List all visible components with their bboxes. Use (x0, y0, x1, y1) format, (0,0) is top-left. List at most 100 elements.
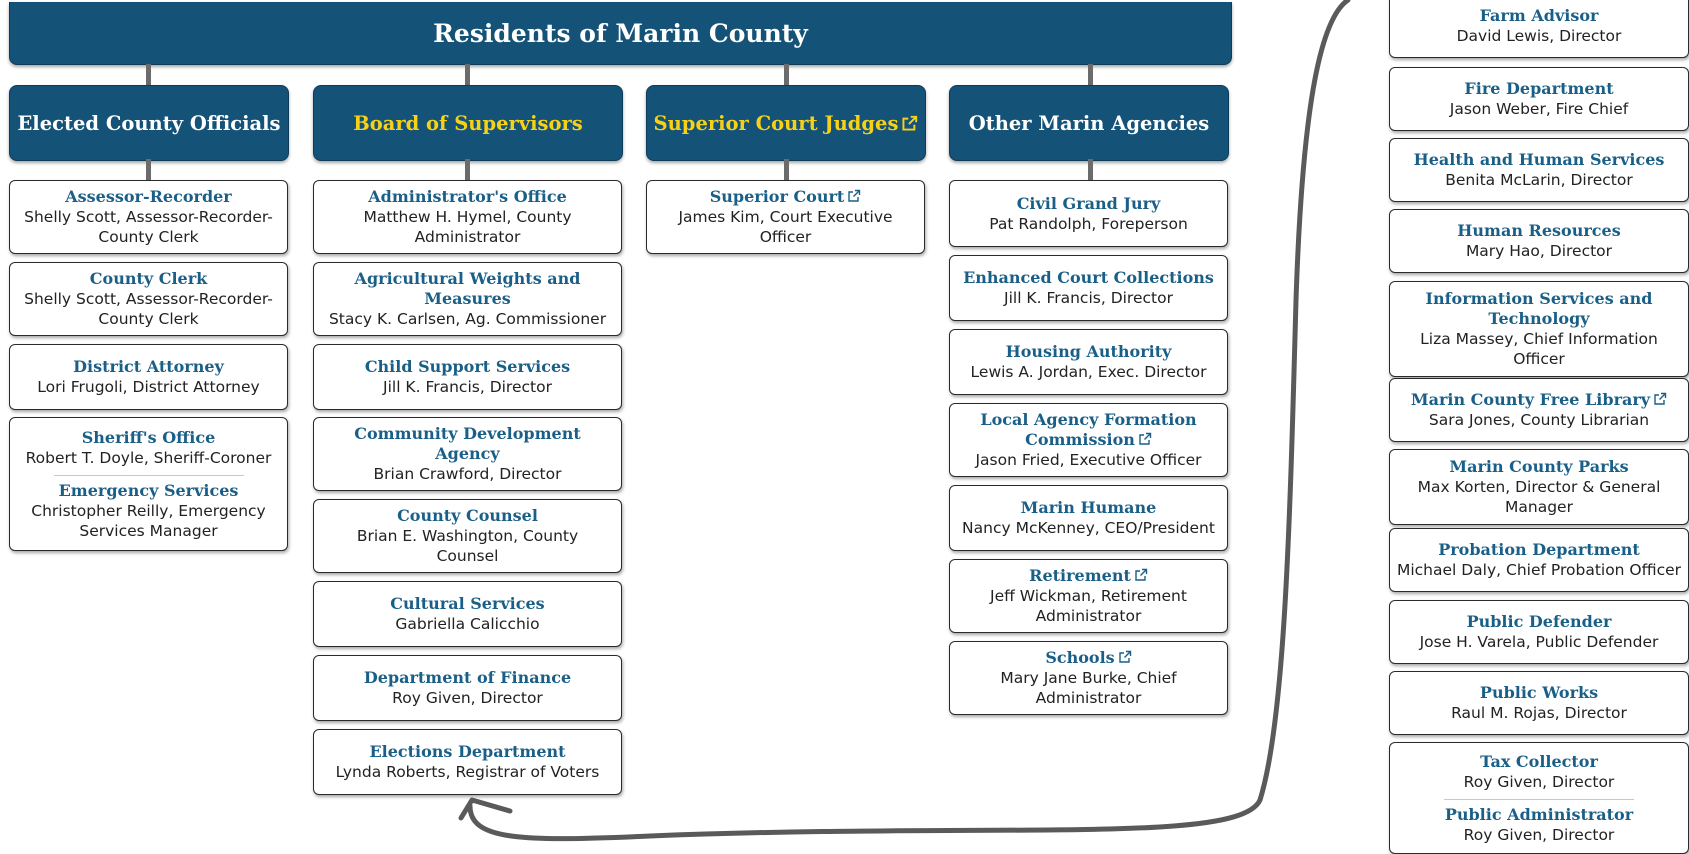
card-administrators-office[interactable]: Administrator's Office Matthew H. Hymel,… (313, 180, 622, 254)
card-subtitle: Shelly Scott, Assessor-Recorder-County C… (24, 290, 273, 328)
card-title-public-administrator[interactable]: Public Administrator (1444, 804, 1634, 824)
card-subtitle: David Lewis, Director (1456, 27, 1622, 45)
external-link-icon (1135, 568, 1148, 581)
column-header-board-of-supervisors[interactable]: Board of Supervisors (313, 85, 623, 161)
card-community-development[interactable]: Community Development Agency Brian Crawf… (313, 417, 622, 491)
card-title[interactable]: Health and Human Services (1413, 150, 1665, 169)
card-title[interactable]: Local Agency Formation Commission (980, 410, 1197, 449)
card-subtitle: Benita McLarin, Director (1445, 171, 1633, 189)
card-information-services[interactable]: Information Services and Technology Liza… (1389, 281, 1689, 377)
card-title[interactable]: Public Defender (1466, 612, 1612, 631)
card-title[interactable]: Housing Authority (1005, 342, 1172, 361)
column-header-label: Elected County Officials (17, 111, 281, 135)
card-farm-advisor[interactable]: Farm Advisor David Lewis, Director (1389, 0, 1689, 58)
card-subtitle: Lynda Roberts, Registrar of Voters (335, 763, 600, 781)
card-title[interactable]: Information Services and Technology (1425, 289, 1653, 328)
card-county-clerk[interactable]: County Clerk Shelly Scott, Assessor-Reco… (9, 262, 288, 336)
card-title[interactable]: Elections Department (369, 742, 566, 761)
card-human-resources[interactable]: Human Resources Mary Hao, Director (1389, 209, 1689, 273)
card-title[interactable]: Marin County Free Library (1411, 390, 1667, 410)
card-department-of-finance[interactable]: Department of Finance Roy Given, Directo… (313, 655, 622, 721)
card-title[interactable]: Enhanced Court Collections (963, 268, 1214, 287)
card-title[interactable]: Public Works (1479, 683, 1599, 702)
card-county-counsel[interactable]: County Counsel Brian E. Washington, Coun… (313, 499, 622, 573)
card-subtitle: Jose H. Varela, Public Defender (1419, 633, 1659, 651)
card-title[interactable]: Schools (1045, 648, 1131, 668)
card-public-works[interactable]: Public Works Raul M. Rojas, Director (1389, 671, 1689, 735)
card-title[interactable]: Assessor-Recorder (65, 187, 232, 206)
card-subtitle: Stacy K. Carlsen, Ag. Commissioner (328, 310, 607, 328)
connector (784, 159, 789, 180)
column-header-other-agencies[interactable]: Other Marin Agencies (949, 85, 1229, 161)
card-title[interactable]: Farm Advisor (1479, 6, 1599, 25)
card-marin-county-parks[interactable]: Marin County Parks Max Korten, Director … (1389, 449, 1689, 525)
card-civil-grand-jury[interactable]: Civil Grand Jury Pat Randolph, Foreperso… (949, 180, 1228, 247)
card-subtitle: Jason Weber, Fire Chief (1449, 100, 1629, 118)
card-title[interactable]: County Counsel (397, 506, 538, 525)
card-title[interactable]: Fire Department (1464, 79, 1614, 98)
card-cultural-services[interactable]: Cultural Services Gabriella Calicchio (313, 581, 622, 647)
card-lafco[interactable]: Local Agency Formation Commission Jason … (949, 403, 1228, 477)
card-title-emergency-services[interactable]: Emergency Services (58, 480, 239, 500)
card-district-attorney[interactable]: District Attorney Lori Frugoli, District… (9, 344, 288, 410)
card-tax-collector[interactable]: Tax Collector Roy Given, Director Public… (1389, 742, 1689, 854)
card-title[interactable]: Administrator's Office (368, 187, 567, 206)
card-assessor-recorder[interactable]: Assessor-Recorder Shelly Scott, Assessor… (9, 180, 288, 254)
external-link-icon (1139, 432, 1152, 445)
card-title[interactable]: Cultural Services (390, 594, 545, 613)
card-subtitle: Raul M. Rojas, Director (1451, 704, 1627, 722)
card-title[interactable]: Superior Court (710, 187, 862, 207)
card-title[interactable]: Civil Grand Jury (1016, 193, 1161, 213)
card-title[interactable]: Department of Finance (363, 668, 572, 687)
card-title[interactable]: Sheriff's Office (81, 427, 216, 447)
card-free-library[interactable]: Marin County Free Library Sara Jones, Co… (1389, 378, 1689, 442)
card-title[interactable]: Marin Humane (1020, 498, 1157, 517)
card-subtitle: Roy Given, Director (1463, 772, 1615, 791)
card-subtitle: James Kim, Court Executive Officer (678, 208, 893, 246)
column-header-label: Other Marin Agencies (968, 111, 1210, 135)
card-title[interactable]: District Attorney (73, 357, 224, 376)
divider (1444, 798, 1634, 800)
card-public-defender[interactable]: Public Defender Jose H. Varela, Public D… (1389, 600, 1689, 664)
card-superior-court[interactable]: Superior Court James Kim, Court Executiv… (646, 180, 925, 254)
card-sheriffs-office[interactable]: Sheriff's Office Robert T. Doyle, Sherif… (9, 417, 288, 551)
card-subtitle: Sara Jones, County Librarian (1428, 411, 1650, 429)
card-agricultural-weights[interactable]: Agricultural Weights and Measures Stacy … (313, 262, 622, 336)
card-fire-department[interactable]: Fire Department Jason Weber, Fire Chief (1389, 67, 1689, 131)
card-enhanced-court-collections[interactable]: Enhanced Court Collections Jill K. Franc… (949, 255, 1228, 321)
card-title[interactable]: Human Resources (1457, 221, 1621, 240)
header-residents: Residents of Marin County (9, 2, 1232, 65)
card-health-human-services[interactable]: Health and Human Services Benita McLarin… (1389, 138, 1689, 202)
card-subtitle: Robert T. Doyle, Sheriff-Coroner (25, 448, 272, 467)
card-subtitle: Brian Crawford, Director (373, 465, 562, 483)
card-title[interactable]: Probation Department (1438, 540, 1640, 559)
connector (146, 159, 151, 180)
card-title[interactable]: Tax Collector (1480, 751, 1598, 771)
card-title[interactable]: Retirement (1029, 566, 1148, 586)
card-title[interactable]: Community Development Agency (354, 424, 581, 463)
external-link-icon (1118, 650, 1131, 663)
column-header-label: Board of Supervisors (353, 111, 583, 135)
card-probation-department[interactable]: Probation Department Michael Daly, Chief… (1389, 528, 1689, 592)
card-housing-authority[interactable]: Housing Authority Lewis A. Jordan, Exec.… (949, 329, 1228, 395)
column-header-superior-court-judges[interactable]: Superior Court Judges (646, 85, 926, 161)
external-link-icon (848, 189, 861, 202)
card-marin-humane[interactable]: Marin Humane Nancy McKenney, CEO/Preside… (949, 485, 1228, 551)
card-title[interactable]: Marin County Parks (1449, 457, 1629, 476)
card-subtitle: Roy Given, Director (392, 689, 543, 707)
card-child-support-services[interactable]: Child Support Services Jill K. Francis, … (313, 344, 622, 410)
card-subtitle: Roy Given, Director (1463, 825, 1615, 844)
card-title[interactable]: County Clerk (89, 269, 208, 288)
connector (784, 64, 789, 85)
card-elections-department[interactable]: Elections Department Lynda Roberts, Regi… (313, 729, 622, 795)
card-subtitle: Gabriella Calicchio (395, 615, 540, 633)
card-retirement[interactable]: Retirement Jeff Wickman, Retirement Admi… (949, 559, 1228, 633)
card-title[interactable]: Agricultural Weights and Measures (354, 269, 581, 308)
column-header-elected-officials[interactable]: Elected County Officials (9, 85, 289, 161)
card-subtitle: Matthew H. Hymel, County Administrator (363, 208, 572, 246)
header-title: Residents of Marin County (433, 18, 808, 48)
card-schools[interactable]: Schools Mary Jane Burke, Chief Administr… (949, 641, 1228, 715)
card-subtitle: Jill K. Francis, Director (1004, 289, 1173, 307)
card-title[interactable]: Child Support Services (364, 357, 571, 376)
card-subtitle: Nancy McKenney, CEO/President (962, 519, 1215, 537)
